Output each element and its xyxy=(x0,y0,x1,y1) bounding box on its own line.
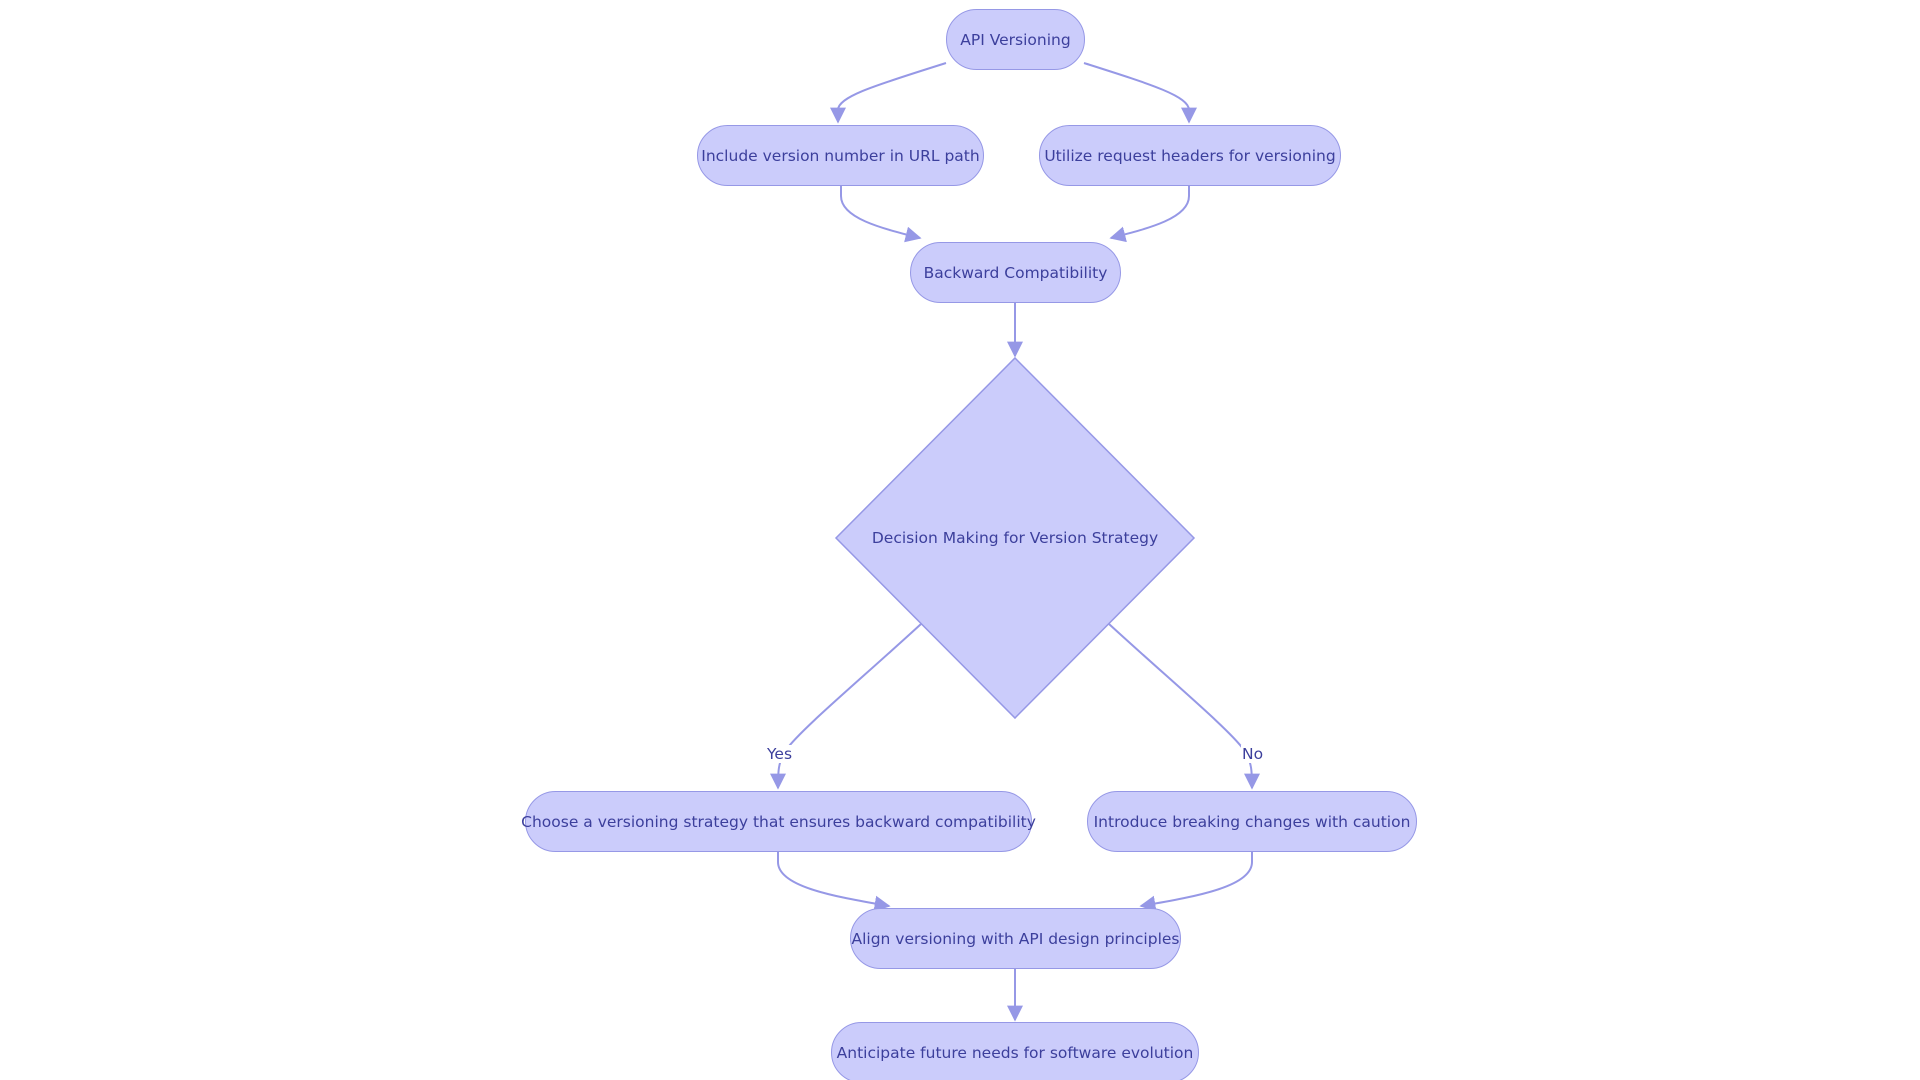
node-backward-compatibility: Backward Compatibility xyxy=(910,242,1121,303)
edge-decision-to-choose-strategy xyxy=(770,623,922,790)
edge-label-no: No xyxy=(1241,745,1265,763)
node-breaking-changes-label: Introduce breaking changes with caution xyxy=(1093,812,1411,831)
edge-request-headers-to-backward-compat xyxy=(1109,186,1190,243)
node-decision: Decision Making for Version Strategy xyxy=(836,518,1194,558)
edge-label-no-text: No xyxy=(1242,745,1264,763)
node-url-path-label: Include version number in URL path xyxy=(701,146,980,165)
node-choose-strategy: Choose a versioning strategy that ensure… xyxy=(521,791,1036,852)
node-url-path: Include version number in URL path xyxy=(697,125,984,186)
node-api-versioning-label: API Versioning xyxy=(960,30,1071,49)
edge-choose-strategy-to-align xyxy=(777,852,891,912)
node-align-principles-label: Align versioning with API design princip… xyxy=(851,929,1180,948)
node-request-headers-label: Utilize request headers for versioning xyxy=(1044,146,1336,165)
node-breaking-changes: Introduce breaking changes with caution xyxy=(1087,791,1417,852)
edge-label-yes-text: Yes xyxy=(767,745,793,763)
node-align-principles: Align versioning with API design princip… xyxy=(850,908,1181,969)
node-api-versioning: API Versioning xyxy=(946,9,1085,70)
edge-label-yes: Yes xyxy=(766,745,794,763)
node-anticipate-needs-label: Anticipate future needs for software evo… xyxy=(836,1043,1194,1062)
edge-decision-to-breaking-changes xyxy=(1108,623,1260,790)
node-choose-strategy-label: Choose a versioning strategy that ensure… xyxy=(521,812,1036,831)
edge-url-path-to-backward-compat xyxy=(840,186,922,243)
edge-api-to-url-path xyxy=(830,62,947,124)
edge-api-to-request-headers xyxy=(1083,62,1197,124)
node-decision-label: Decision Making for Version Strategy xyxy=(871,529,1159,547)
node-request-headers: Utilize request headers for versioning xyxy=(1039,125,1341,186)
edge-breaking-changes-to-align xyxy=(1139,852,1253,912)
decision-diamond xyxy=(834,356,1196,720)
node-backward-compatibility-label: Backward Compatibility xyxy=(923,263,1108,282)
node-anticipate-needs: Anticipate future needs for software evo… xyxy=(831,1022,1199,1080)
